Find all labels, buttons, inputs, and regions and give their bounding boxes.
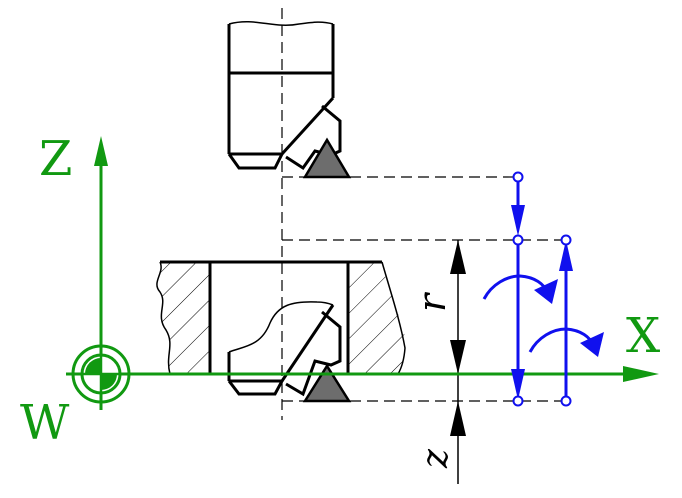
r-dimension-label: r — [410, 291, 454, 312]
upper-insert-icon — [302, 137, 352, 179]
workpiece-hatched-section — [156, 262, 406, 374]
rotation-arrow-lower-icon — [528, 327, 604, 357]
z-axis-arrow-icon — [94, 136, 108, 166]
x-axis-label: X — [626, 308, 660, 364]
workpiece-zero-icon — [69, 342, 133, 406]
lower-tool — [227, 301, 342, 397]
motion-arrow-heads — [511, 205, 573, 400]
coordinate-axes — [66, 136, 659, 410]
dashed-reference-lines — [281, 8, 566, 420]
w-marker-label: W — [20, 395, 70, 451]
rotation-arrow-upper-icon — [482, 274, 558, 304]
dimension-r — [450, 240, 466, 374]
dimension-z — [450, 374, 466, 484]
motion-waypoints — [512, 171, 572, 407]
upper-tool — [227, 21, 342, 171]
x-axis-arrow-icon — [623, 366, 659, 382]
z-axis-label: Z — [39, 131, 72, 187]
workpiece-outline — [156, 260, 406, 375]
z-dimension-label: z — [415, 448, 456, 469]
